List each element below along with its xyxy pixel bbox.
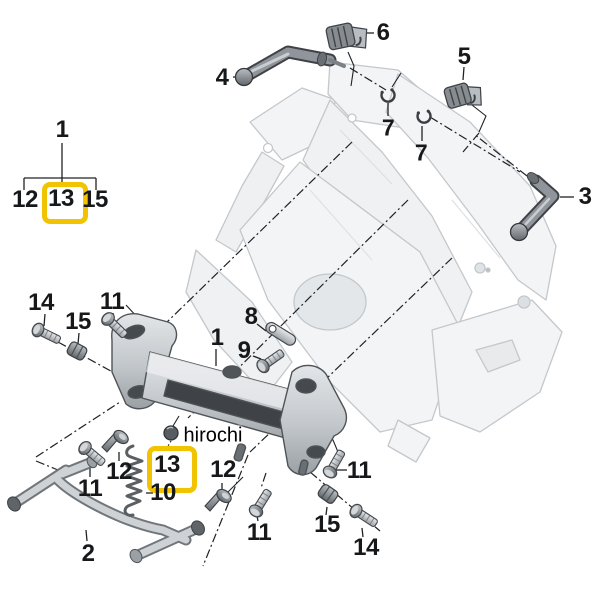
legend-highlight-box (42, 182, 88, 224)
callout-13-highlighted: 13 (154, 451, 180, 478)
legend-child-12: 12 (12, 186, 38, 213)
callout-11-bottomleft: 11 (77, 475, 103, 502)
part-2-centre-stand (7, 455, 205, 564)
callout-15-left: 15 (65, 308, 91, 335)
part-6-rubber-stop (325, 22, 368, 51)
part-5-rubber-stop (443, 82, 482, 109)
callout-11-centerbottom: 11 (246, 519, 272, 546)
part-13-nut (163, 425, 179, 441)
part13-highlight-box (147, 446, 197, 493)
part-3-lever (509, 172, 560, 242)
callout-5: 5 (457, 43, 471, 70)
callout-15-right: 15 (314, 511, 340, 538)
part-10-spring (123, 444, 144, 517)
part-4-lever (234, 45, 346, 87)
callout-12-center: 12 (210, 456, 236, 483)
legend-child-15: 15 (82, 186, 108, 213)
watermark-text: hirochi (183, 424, 243, 447)
callout-10: 10 (150, 479, 176, 506)
part-14-bolt-right (346, 501, 381, 531)
callout-11-topleft: 11 (99, 288, 125, 315)
callout-14-right: 14 (353, 534, 379, 561)
callout-7-left: 7 (381, 114, 395, 141)
part-8-tab (265, 321, 297, 346)
callout-8: 8 (244, 303, 258, 330)
background-frame (185, 61, 563, 463)
callout-4: 4 (215, 64, 229, 91)
callout-14-left: 14 (28, 289, 54, 316)
callout-9: 9 (237, 337, 251, 364)
part-1-bracket (111, 313, 348, 476)
part-11-bolt-centerbottom (246, 486, 276, 520)
legend-parent-label: 1 (55, 116, 69, 143)
callout-1: 1 (210, 324, 224, 351)
callout-2: 2 (81, 540, 95, 567)
callout-6: 6 (376, 19, 390, 46)
callout-11-right: 11 (346, 457, 372, 484)
part-12-pin-left (101, 427, 132, 453)
part-14-bolt-left (29, 320, 64, 348)
part-15-spacer-right (316, 482, 340, 506)
callout-3: 3 (578, 183, 592, 210)
callout-7-right: 7 (414, 139, 428, 166)
callout-12-left: 12 (106, 458, 132, 485)
legend-child-13-highlighted: 13 (48, 185, 74, 212)
part-15-spacer-left (65, 339, 89, 363)
